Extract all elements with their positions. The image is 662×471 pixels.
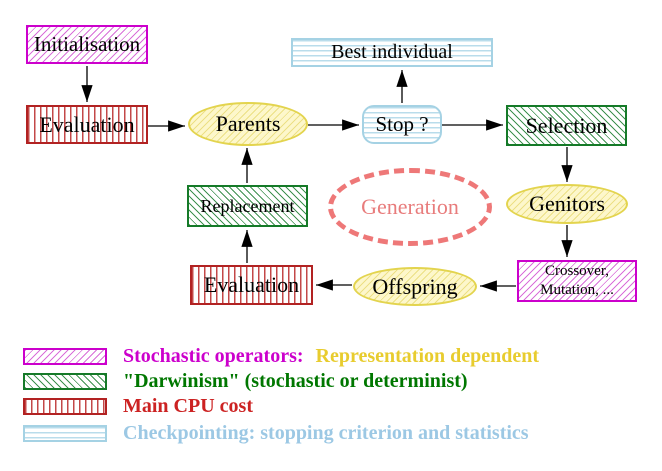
legend-label-main-cpu-cost: Main CPU cost <box>123 395 253 417</box>
legend-label-checkpointing: Checkpointing: stopping criterion and st… <box>123 422 529 444</box>
node-parents: Parents <box>188 102 308 146</box>
node-evaluation-bottom-label: Evaluation <box>203 272 300 298</box>
node-crossover-label-line2: Mutation, ... <box>540 282 614 298</box>
legend-row-stochastic-operators: Stochastic operators: Representation dep… <box>23 345 539 368</box>
node-initialisation: Initialisation <box>26 25 148 64</box>
node-initialisation-label: Initialisation <box>33 32 141 57</box>
legend-row-checkpointing: Checkpointing: stopping criterion and st… <box>23 422 529 445</box>
node-crossover-mutation: Crossover, Mutation, ... <box>517 260 637 302</box>
node-best-individual: Best individual <box>291 38 493 67</box>
node-offspring-label: Offspring <box>372 273 458 299</box>
legend-label-representation-dependent: Representation dependent <box>315 345 540 367</box>
node-genitors: Genitors <box>506 184 628 224</box>
node-crossover-label-line1: Crossover, <box>545 263 609 280</box>
node-evaluation-bottom: Evaluation <box>190 265 313 305</box>
legend-swatch-green-hatch <box>23 373 107 390</box>
generation-label: Generation <box>361 194 459 219</box>
legend-swatch-magenta-hatch <box>23 348 107 365</box>
node-genitors-label: Genitors <box>529 191 605 217</box>
node-stop: Stop ? <box>362 105 442 144</box>
legend-row-main-cpu-cost: Main CPU cost <box>23 395 253 418</box>
legend-swatch-red-stripes <box>23 398 107 415</box>
legend-row-darwinism: "Darwinism" (stochastic or determinist) <box>23 370 468 393</box>
node-evaluation-top: Evaluation <box>26 105 148 144</box>
node-stop-label: Stop ? <box>375 112 429 137</box>
node-replacement-label: Replacement <box>200 195 295 216</box>
legend-label-stochastic-operators: Stochastic operators: <box>123 345 304 367</box>
node-offspring: Offspring <box>353 267 477 306</box>
legend-label-darwinism: "Darwinism" (stochastic or determinist) <box>123 370 468 392</box>
generation-cycle-ellipse: Generation <box>328 168 492 246</box>
node-best-individual-label: Best individual <box>331 41 453 63</box>
node-selection: Selection <box>506 105 627 146</box>
node-parents-label: Parents <box>215 111 281 137</box>
legend-swatch-cyan-stripes <box>23 425 107 442</box>
node-selection-label: Selection <box>525 112 608 138</box>
node-evaluation-top-label: Evaluation <box>39 111 135 137</box>
node-replacement: Replacement <box>187 185 308 227</box>
